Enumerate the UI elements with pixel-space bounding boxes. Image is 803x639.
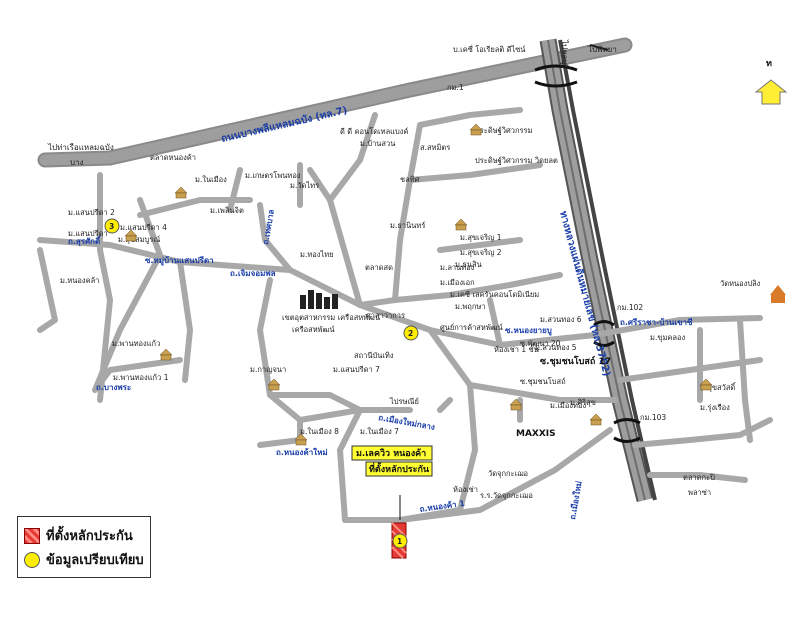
dir-chonburi: ไปชลบุรี xyxy=(560,39,569,70)
road-label-muang-mai: ถ.หนองค้าใหม่ xyxy=(276,447,328,457)
temple-icon xyxy=(770,285,786,303)
road-label-surasak: ถ.สุรศักดิ์ xyxy=(68,235,102,247)
subject-name: ม.เลควิว หนองค้า xyxy=(356,448,426,459)
svg-text:บ.เคซี่ โอเรียลติ ดีไซน์: บ.เคซี่ โอเรียลติ ดีไซน์ xyxy=(453,44,526,54)
svg-text:ม.สุขเจริญ 1: ม.สุขเจริญ 1 xyxy=(460,233,502,242)
svg-text:ม.ลานทอง: ม.ลานทอง xyxy=(440,263,475,272)
subject-label: ม.เลควิว หนองค้า ที่ตั้งหลักประกัน xyxy=(351,445,433,477)
svg-text:ห้องเช่า 1 ชั้น: ห้องเช่า 1 ชั้น xyxy=(494,344,539,354)
svg-text:ตลาดหนองค้า: ตลาดหนองค้า xyxy=(150,153,196,162)
svg-text:สถานีบันเทิง: สถานีบันเทิง xyxy=(354,351,394,360)
legend-comparable-row: ข้อมูลเปรียบเทียบ xyxy=(24,549,144,570)
direction-labels: ไปพัทยา ไปชลบุรี ไปท่าเรือแหลมฉบัง บาง xyxy=(47,39,617,167)
svg-text:ม.ขุมคลอง: ม.ขุมคลอง xyxy=(650,333,686,342)
interchange-mid xyxy=(593,320,615,347)
road-label-to-pattaya: ซ.หมู่บ้านแสนปรีดา xyxy=(145,255,214,266)
svg-text:ศูนย์การค้าสหพัฒน์: ศูนย์การค้าสหพัฒน์ xyxy=(440,323,503,332)
place-labels: บ.เคซี่ โอเรียลติ ดีไซน์ ดี ดี คอนโดเทลแ… xyxy=(60,44,761,500)
svg-text:เขตอุตสาหกรรม เครือสหพัฒน์: เขตอุตสาหกรรม เครือสหพัฒน์ xyxy=(282,313,380,322)
svg-text:ม.วัดไทร: ม.วัดไทร xyxy=(290,181,319,190)
secondary-roads xyxy=(37,107,773,523)
svg-text:ม.ศิริสุข: ม.ศิริสุข xyxy=(570,398,596,407)
svg-text:ม.ในเมือง: ม.ในเมือง xyxy=(195,175,227,184)
svg-text:ม.สวนทอง 6: ม.สวนทอง 6 xyxy=(540,315,582,324)
comparable-marker-3: 3 xyxy=(104,218,120,234)
road-label-km1: กม.1 xyxy=(447,83,464,92)
legend-subject-label: ที่ตั้งหลักประกัน xyxy=(46,529,133,544)
svg-text:ม.ธานินทร์: ม.ธานินทร์ xyxy=(390,221,425,230)
svg-text:พลาซ่า: พลาซ่า xyxy=(688,488,711,497)
svg-text:ม.เคซี เลครันคอนโดมิเนียม: ม.เคซี เลครันคอนโดมิเนียม xyxy=(450,290,539,299)
road-label-nong-yai: ซ.หนองยายบู xyxy=(505,326,552,336)
svg-text:ม.สุขสมบูรณ์: ม.สุขสมบูรณ์ xyxy=(118,235,160,244)
svg-text:วัดจุกกะเฌอ: วัดจุกกะเฌอ xyxy=(488,469,528,478)
svg-text:ม.ในเมือง 8: ม.ในเมือง 8 xyxy=(300,427,339,436)
svg-text:ม.แสนปรีดา 4: ม.แสนปรีดา 4 xyxy=(120,223,167,232)
svg-text:ซ.ชุมชนโบสถ์ 17: ซ.ชุมชนโบสถ์ 17 xyxy=(540,355,611,367)
svg-text:วัดหนองปลิง: วัดหนองปลิง xyxy=(720,279,761,288)
svg-text:ม.บ้านสวน: ม.บ้านสวน xyxy=(360,139,395,148)
svg-text:ม.เกษตรโพนทอง: ม.เกษตรโพนทอง xyxy=(245,171,301,180)
dir-laem-chabang: ไปท่าเรือแหลมฉบัง xyxy=(47,143,114,152)
svg-text:ม.เพลินจิต: ม.เพลินจิต xyxy=(210,206,244,215)
svg-text:2: 2 xyxy=(408,329,413,338)
svg-text:ดี ดี คอนโดเทลแบงค์: ดี ดี คอนโดเทลแบงค์ xyxy=(340,127,409,136)
svg-text:1: 1 xyxy=(397,537,402,546)
legend-subject-row: ที่ตั้งหลักประกัน xyxy=(24,525,133,546)
svg-text:ม.เมืองทอง: ม.เมืองทอง xyxy=(550,401,586,410)
svg-text:ม.ทองไทย: ม.ทองไทย xyxy=(300,250,334,259)
legend-comparable-label: ข้อมูลเปรียบเทียบ xyxy=(46,553,144,568)
svg-text:ม.แสนปรีดา 7: ม.แสนปรีดา 7 xyxy=(333,365,380,374)
north-arrow-icon: ท xyxy=(754,59,788,105)
house-icons xyxy=(124,123,713,446)
road-label-km103: กม.103 xyxy=(640,413,666,422)
road-label-chermchom: ถ.เจิมจอมพล xyxy=(230,269,276,278)
subject-swatch-icon xyxy=(24,527,40,544)
svg-text:ม.ในเมือง 7: ม.ในเมือง 7 xyxy=(360,427,399,436)
dir-pattaya: ไปพัทยา xyxy=(587,45,617,54)
interchange-bottom xyxy=(613,418,641,443)
svg-text:ชลทิศ: ชลทิศ xyxy=(400,175,420,184)
svg-text:ศาลาว่าการ: ศาลาว่าการ xyxy=(366,311,405,320)
svg-text:ม.ธนสิน: ม.ธนสิน xyxy=(455,260,482,269)
svg-text:ม.รุ่งเรือง: ม.รุ่งเรือง xyxy=(700,403,730,412)
svg-text:ม.สุขเจริญ 2: ม.สุขเจริญ 2 xyxy=(460,248,502,257)
subject-sublabel: ที่ตั้งหลักประกัน xyxy=(369,462,430,475)
highway-7 xyxy=(37,37,633,168)
svg-text:ม.สวนทอง 5: ม.สวนทอง 5 xyxy=(535,343,577,352)
svg-text:ม.หนองคล้า: ม.หนองคล้า xyxy=(60,276,99,285)
svg-text:ม.กาญจนา: ม.กาญจนา xyxy=(250,365,286,374)
road-label-km102: กม.102 xyxy=(617,303,643,312)
road-label-sriracha: ถ.ศรีราชา-บ้านเขาซี xyxy=(620,317,693,327)
svg-text:ซ.พัฒนา 20: ซ.พัฒนา 20 xyxy=(520,339,561,348)
svg-text:ประดิษฐ์วิศวกรรม: ประดิษฐ์วิศวกรรม xyxy=(475,126,533,135)
map-legend: ที่ตั้งหลักประกัน ข้อมูลเปรียบเทียบ xyxy=(17,516,151,578)
svg-text:ห้องเช่า: ห้องเช่า xyxy=(453,485,478,494)
svg-text:ประดิษฐ์วิศวกรรม วิดยลต: ประดิษฐ์วิศวกรรม วิดยลต xyxy=(475,156,558,165)
comparable-marker-2: 2 xyxy=(403,325,419,341)
svg-text:MAXXIS: MAXXIS xyxy=(516,429,556,439)
svg-text:ม.พานทองแก้ว: ม.พานทองแก้ว xyxy=(112,339,160,348)
north-label: ท xyxy=(766,59,772,69)
svg-text:ตลาดกะปิ: ตลาดกะปิ xyxy=(683,473,715,482)
factory-icon xyxy=(300,290,338,309)
road-label-bang-phra: ถ.บางพระ xyxy=(96,383,131,392)
svg-text:ซ.ชุมชนโบสถ์: ซ.ชุมชนโบสถ์ xyxy=(520,377,566,386)
svg-text:ม.แสนปรีดา 2: ม.แสนปรีดา 2 xyxy=(68,208,115,217)
svg-text:เครือสหพัฒน์: เครือสหพัฒน์ xyxy=(292,325,335,334)
comparable-swatch-icon xyxy=(24,551,40,568)
svg-text:ม.สุขสวัสดิ์: ม.สุขสวัสดิ์ xyxy=(700,382,737,392)
svg-text:ม.เมืองเอก: ม.เมืองเอก xyxy=(440,278,475,287)
svg-text:ส.สหมิตร: ส.สหมิตร xyxy=(420,143,450,152)
comparable-marker-1: 1 xyxy=(392,533,408,549)
svg-text:3: 3 xyxy=(109,222,114,231)
svg-text:ม.พฤกษา: ม.พฤกษา xyxy=(455,302,486,311)
svg-text:ม.พานทองแก้ว 1: ม.พานทองแก้ว 1 xyxy=(113,373,169,382)
svg-text:ม.แสนปรีดา: ม.แสนปรีดา xyxy=(68,229,108,238)
svg-text:ร.ร.วัดจุกกะเฌอ: ร.ร.วัดจุกกะเฌอ xyxy=(480,491,533,500)
dir-bang: บาง xyxy=(70,158,84,167)
interchange-top xyxy=(534,64,578,88)
svg-text:ไปรษณีย์: ไปรษณีย์ xyxy=(389,397,419,406)
svg-text:ตลาดสด: ตลาดสด xyxy=(365,263,393,272)
